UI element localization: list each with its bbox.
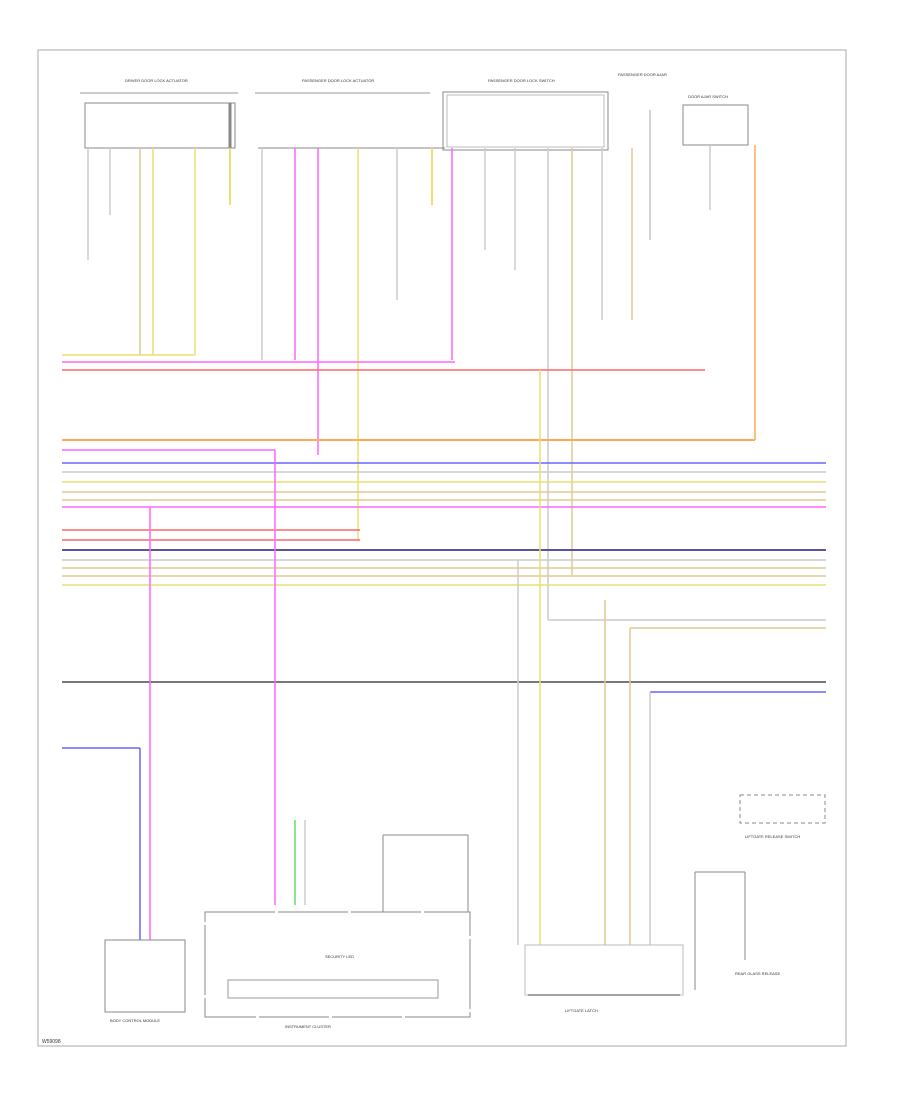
horizontal-bus-wires <box>62 354 826 749</box>
passenger-door-lock-switch: PASSENGER DOOR LOCK SWITCH <box>442 78 609 151</box>
component-label: PASSENGER DOOR AJAR <box>618 72 667 77</box>
instrument-cluster: INSTRUMENT CLUSTER <box>204 911 471 1029</box>
security-led: SECURITY LED <box>325 834 469 959</box>
rear-glass-release: REAR GLASS RELEASE <box>694 871 780 990</box>
body-control-module: BODY CONTROL MODULE <box>104 939 186 1023</box>
component-label: DRIVER DOOR LOCK ACTUATOR <box>125 78 188 83</box>
component-label: BODY CONTROL MODULE <box>110 1018 160 1023</box>
component-label: LIFTGATE RELEASE SWITCH <box>745 834 800 839</box>
component-label: PASSENGER DOOR LOCK ACTUATOR <box>302 78 374 83</box>
component-label: INSTRUMENT CLUSTER <box>285 1024 331 1029</box>
liftgate-latch: LIFTGATE LATCH <box>524 944 684 1013</box>
passenger-door-ajar: PASSENGER DOOR AJAR <box>618 72 667 240</box>
component-label: DOOR AJAR SWITCH <box>688 94 728 99</box>
component-label: LIFTGATE LATCH <box>565 1008 598 1013</box>
lower-vertical-wires <box>139 370 651 945</box>
door-ajar-switch: DOOR AJAR SWITCH <box>682 94 749 146</box>
passenger-door-lock-actuator: PASSENGER DOOR LOCK ACTUATOR <box>255 78 445 149</box>
component-label: PASSENGER DOOR LOCK SWITCH <box>488 78 555 83</box>
component-label: REAR GLASS RELEASE <box>735 971 780 976</box>
driver-door-lock-actuator: DRIVER DOOR LOCK ACTUATOR <box>80 78 238 149</box>
component-label: SECURITY LED <box>325 954 354 959</box>
top-vertical-wires <box>87 145 756 620</box>
diagram-frame <box>37 49 847 1047</box>
liftgate-release-switch: LIFTGATE RELEASE SWITCH <box>739 794 826 839</box>
footer-code: W59098 <box>42 1039 61 1045</box>
